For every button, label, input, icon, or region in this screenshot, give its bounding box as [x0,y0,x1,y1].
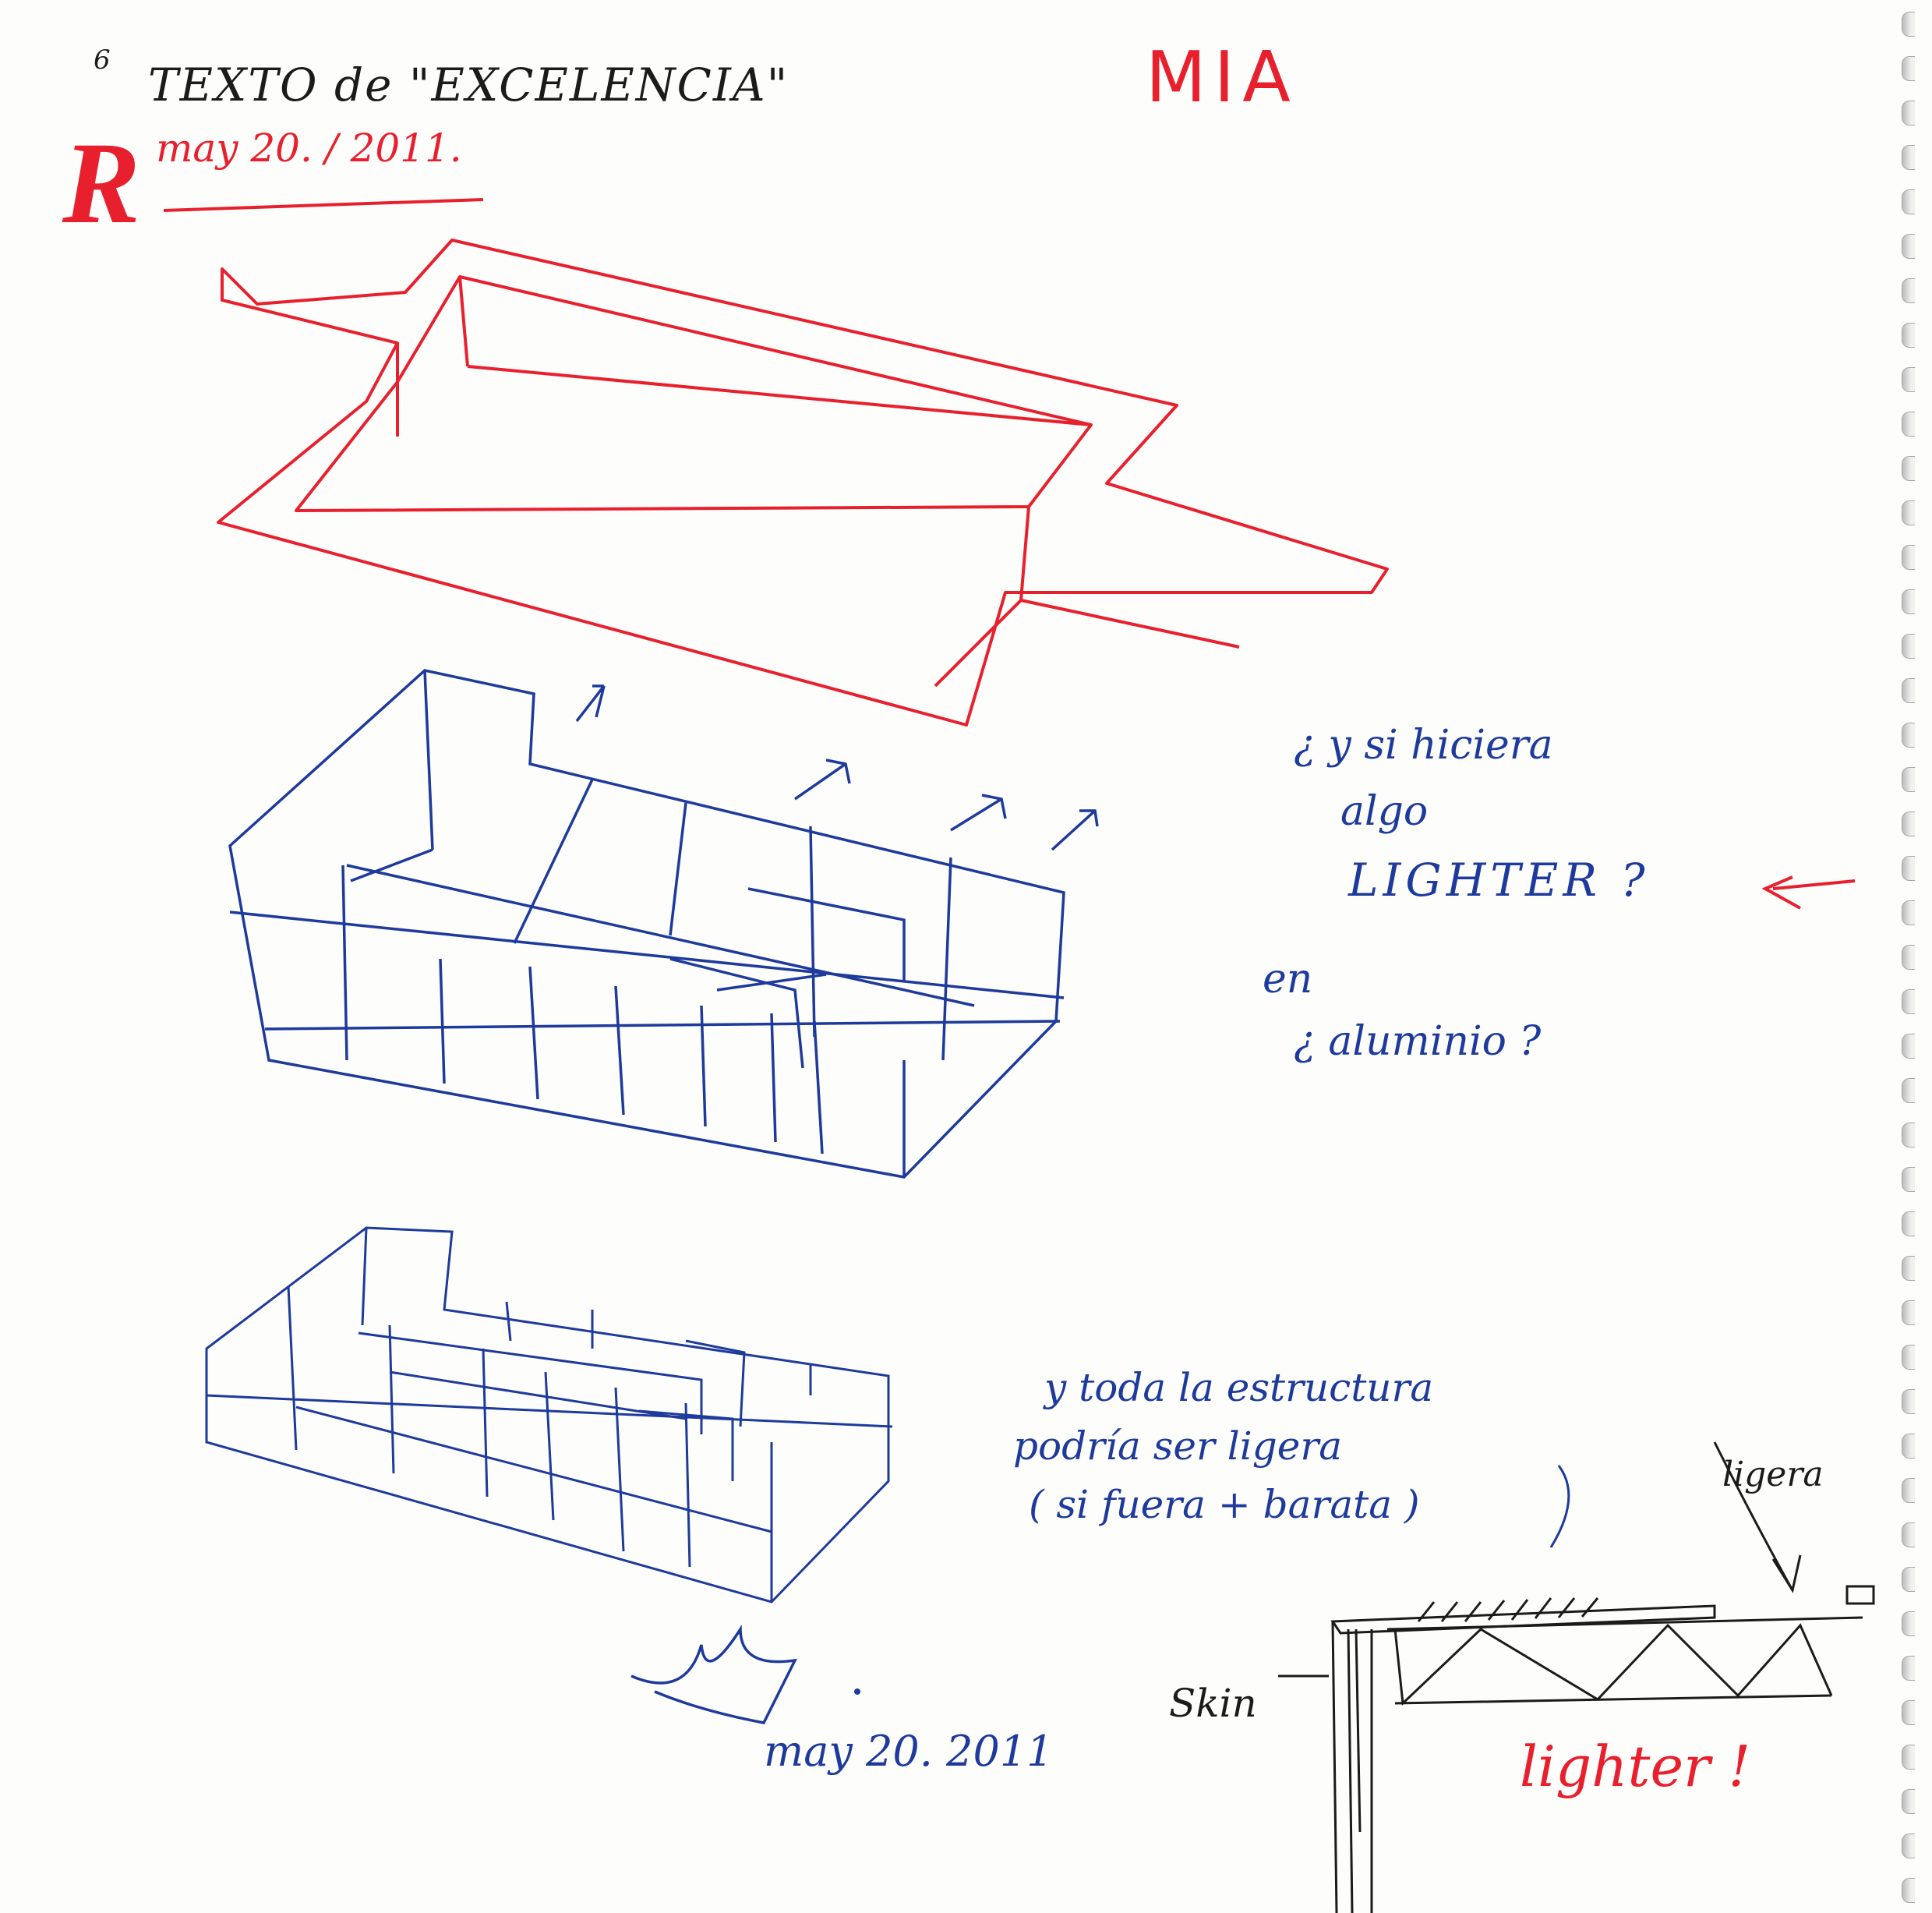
binding-ring [1902,1078,1915,1103]
binding-ring [1902,900,1915,925]
binding-ring [1902,56,1915,81]
note-lighter-exclaim: lighter ! [1520,1734,1751,1799]
binding-ring [1902,856,1915,881]
binding-ring [1902,634,1915,659]
binding-ring [1902,589,1915,614]
binding-ring [1902,1300,1915,1325]
binding-ring [1902,767,1915,792]
binding-ring [1902,145,1915,170]
binding-ring [1902,723,1915,748]
blue-wireframe-lower [205,1226,893,1604]
blue-arrows [575,684,1099,851]
binding-ring [1902,1789,1915,1814]
binding-ring [1902,12,1915,37]
project-tag: MIA [1146,37,1298,118]
binding-ring [1902,1878,1915,1903]
binding-ring [1902,1700,1915,1725]
date-underline [163,198,484,212]
note-ligera: ligera [1722,1455,1824,1494]
note-lighter: LIGHTER ? [1348,854,1650,907]
binding-ring [1902,1211,1915,1236]
binding-ring [1902,1745,1915,1770]
binding-ring [1902,1567,1915,1592]
note-question-2: algo [1340,788,1429,835]
note-question-1: ¿ y si hiciera [1294,722,1553,769]
page-number: 6 [94,44,111,76]
binding-ring [1902,456,1915,481]
binding-ring [1902,1522,1915,1547]
binding-ring [1902,1434,1915,1459]
red-plan-sketch [217,239,1389,727]
binding-ring [1902,323,1915,348]
note-structure-3: ( si fuera + barata ) [1029,1482,1420,1527]
binding-ring [1902,1034,1915,1059]
binding-ring [1902,189,1915,214]
binding-ring [1902,412,1915,437]
date-top: may 20. / 2011. [156,126,462,171]
binding-ring [1902,1833,1915,1858]
binding-ring [1902,1345,1915,1370]
binding-ring [1902,1256,1915,1281]
note-en: en [1263,956,1313,1002]
page-title: TEXTO de "EXCELENCIA" [148,58,789,111]
note-aluminio: ¿ aluminio ? [1294,1018,1542,1065]
binding-ring [1902,234,1915,259]
initial-r: R [62,118,141,248]
blue-wireframe-upper [228,669,1065,1179]
binding-ring [1902,101,1915,126]
truss-detail [1278,1441,1875,1913]
note-structure-1: y toda la estructura [1044,1365,1434,1410]
binding-ring [1902,367,1915,392]
binding-ring [1902,945,1915,970]
binding-ring [1902,545,1915,570]
red-arrow [1761,875,1856,910]
binding-ring [1902,1611,1915,1636]
note-structure-2: podría ser ligera [1013,1423,1343,1469]
binding-ring [1902,812,1915,836]
binding-ring [1902,989,1915,1014]
binding-ring [1902,1478,1915,1503]
binding-ring [1902,278,1915,303]
note-skin: Skin [1169,1681,1257,1726]
binding-ring [1902,1123,1915,1147]
binding-ring [1902,1167,1915,1192]
binding-ring [1902,1656,1915,1681]
binding-ring [1902,500,1915,525]
binding-ring [1902,678,1915,703]
signature-mark [630,1625,798,1724]
date-bottom: may 20. 2011 [764,1727,1054,1776]
binding-ring [1902,1389,1915,1414]
